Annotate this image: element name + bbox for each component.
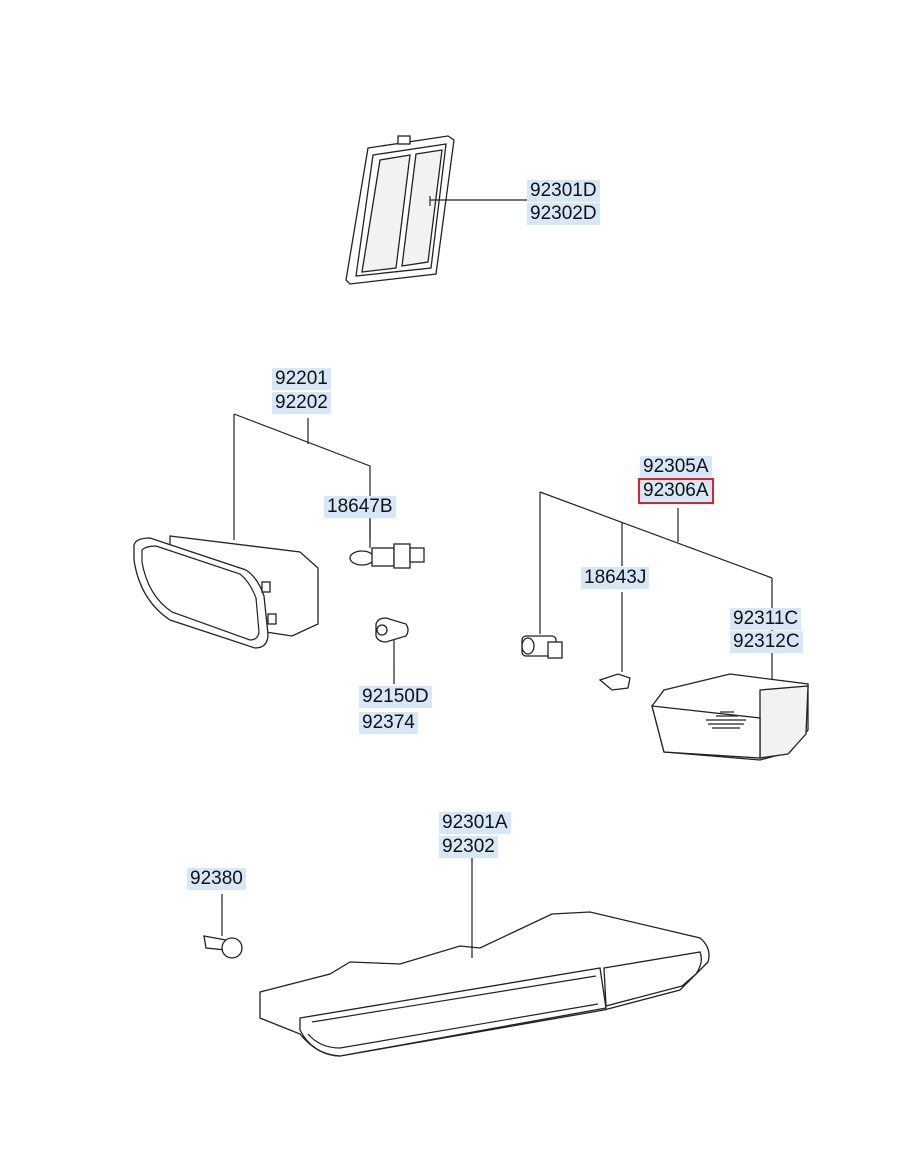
label-92150d[interactable]: 92150D xyxy=(359,686,432,708)
corner-lamp-lens xyxy=(651,673,809,761)
label-18643j[interactable]: 18643J xyxy=(581,567,650,589)
label-92374[interactable]: 92374 xyxy=(359,712,418,734)
screw-92380 xyxy=(203,894,243,959)
fog-lamp-left xyxy=(133,413,371,649)
bulb-18647b xyxy=(349,520,425,569)
clip-92150d xyxy=(375,617,409,684)
label-92305a[interactable]: 92305A xyxy=(640,456,712,478)
label-92301a[interactable]: 92301A xyxy=(439,812,511,834)
label-18647b[interactable]: 18647B xyxy=(324,496,396,518)
label-92301d[interactable]: 92301D xyxy=(527,180,600,202)
socket xyxy=(521,635,563,659)
bulb-18643j xyxy=(598,673,631,691)
label-92302d[interactable]: 92302D xyxy=(527,203,600,225)
corner-lamp-group xyxy=(539,491,773,706)
turn-signal-lamp xyxy=(259,858,710,1057)
label-92302[interactable]: 92302 xyxy=(439,836,498,858)
side-marker-lamp xyxy=(345,135,528,285)
label-92306a[interactable]: 92306A xyxy=(638,478,714,504)
label-92201[interactable]: 92201 xyxy=(272,368,331,390)
label-92311c[interactable]: 92311C xyxy=(730,608,802,630)
label-92312c[interactable]: 92312C xyxy=(730,631,803,653)
label-92380[interactable]: 92380 xyxy=(187,868,246,890)
label-92202[interactable]: 92202 xyxy=(272,392,331,414)
